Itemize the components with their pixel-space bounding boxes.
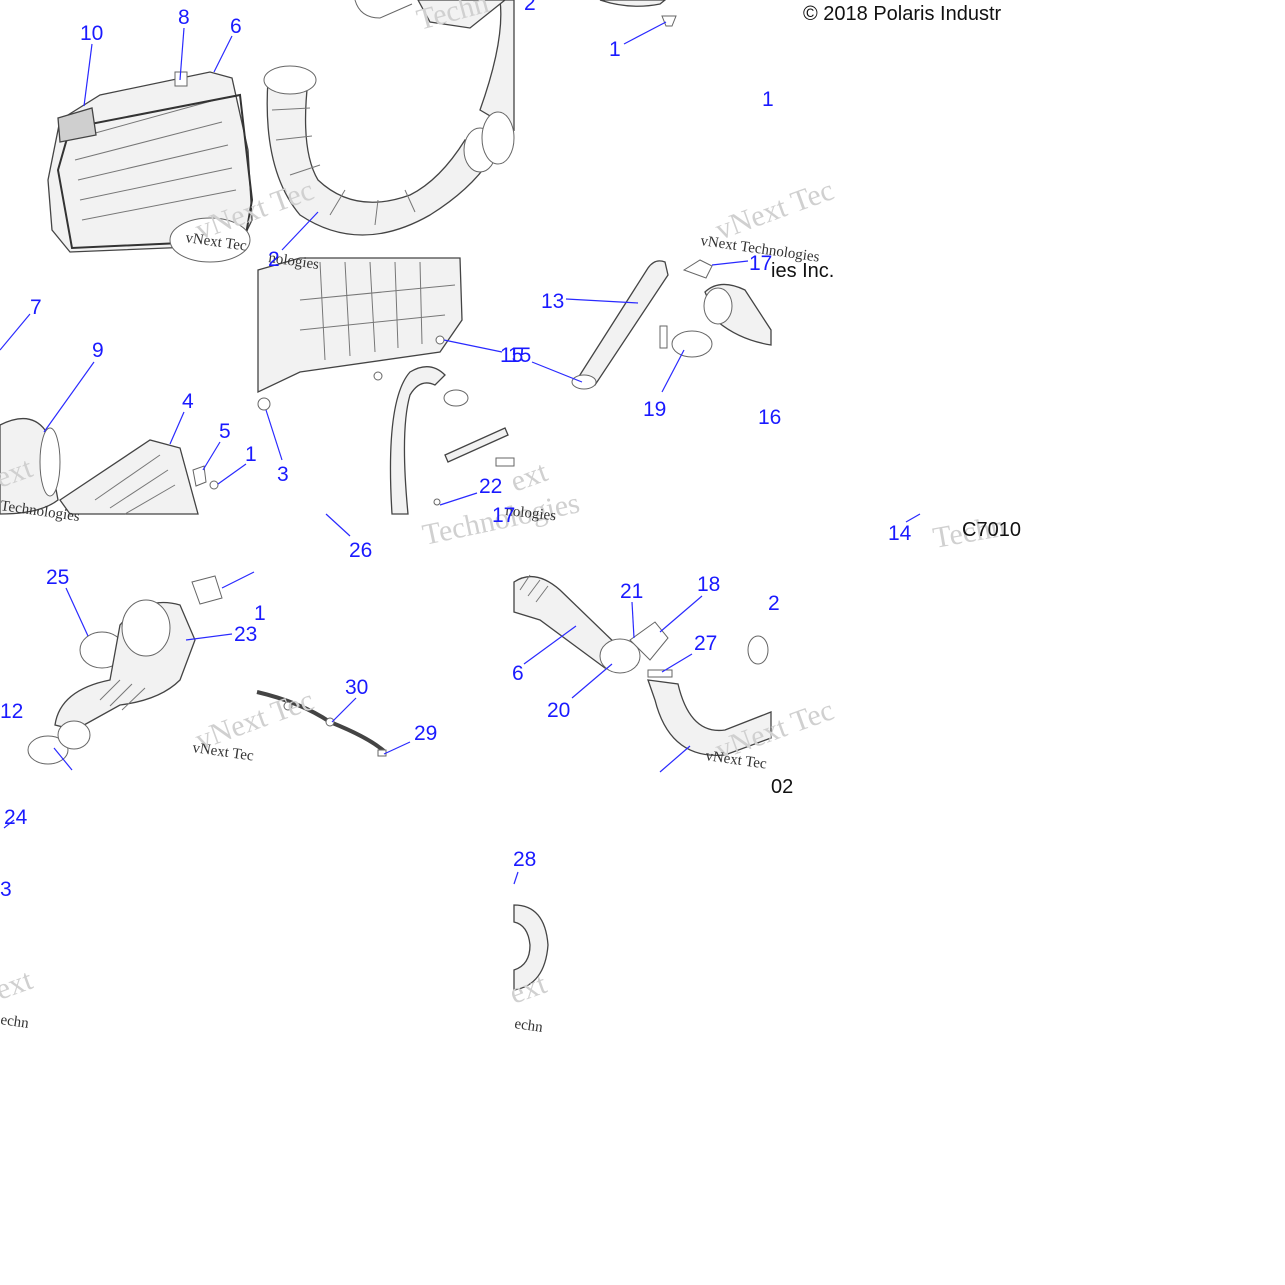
copyright-text: © 2018 Polaris Industr bbox=[803, 3, 1002, 25]
diagram-code: C7010 bbox=[962, 519, 1021, 541]
callout-15: 15 bbox=[500, 344, 523, 367]
grommet-3 bbox=[257, 397, 271, 411]
callout-1-partial: 1 bbox=[762, 88, 774, 111]
intake-elbow bbox=[266, 79, 491, 236]
tile-filter-base bbox=[0, 418, 219, 515]
sensor-17 bbox=[682, 259, 713, 279]
callout-18: 18 bbox=[697, 573, 720, 596]
rear-duct bbox=[647, 679, 772, 757]
callout-17: 17 bbox=[749, 252, 772, 275]
callout-2-top: 2 bbox=[524, 0, 536, 15]
callout-16: 16 bbox=[758, 406, 781, 429]
watermark-ext-4: ext bbox=[505, 967, 551, 1011]
callout-3-partial: 3 bbox=[0, 878, 12, 901]
fastener-1 bbox=[661, 15, 677, 27]
drain-hose bbox=[389, 366, 446, 515]
adapter-18 bbox=[629, 621, 669, 661]
callout-7: 7 bbox=[30, 296, 42, 319]
callout-26: 26 bbox=[349, 539, 372, 562]
watermark-vnext-2: vNext Tec bbox=[711, 173, 838, 246]
callout-28: 28 bbox=[513, 848, 536, 871]
callout-1: 1 bbox=[609, 38, 621, 61]
clamp-20 bbox=[599, 638, 641, 674]
elbow-inlet bbox=[263, 65, 317, 95]
fragment-02-text: 02 bbox=[771, 776, 793, 798]
callouts: 10 8 6 2 1 1 2 7 9 4 5 1 3 15 22 17 13 1… bbox=[0, 0, 912, 901]
callout-24: 24 bbox=[4, 806, 28, 829]
callout-10: 10 bbox=[80, 22, 103, 45]
lid-outlet bbox=[169, 217, 251, 263]
callout-4: 4 bbox=[182, 390, 194, 413]
seal-27 bbox=[647, 669, 673, 678]
callout-29: 29 bbox=[414, 722, 437, 745]
screw-1 bbox=[209, 480, 219, 490]
callout-3: 3 bbox=[277, 463, 289, 486]
callout-14: 14 bbox=[888, 522, 912, 545]
callout-27: 27 bbox=[694, 632, 717, 655]
tile-intake-duct bbox=[27, 575, 223, 765]
intake-duct-upper bbox=[479, 0, 515, 132]
callout-21: 21 bbox=[620, 580, 643, 603]
part-28 bbox=[513, 904, 549, 991]
watermark-echn-2: echn bbox=[513, 1016, 544, 1036]
fragment-ies-text: ies Inc. bbox=[771, 260, 834, 282]
watermark-vnext-small-3: vNext Tec bbox=[191, 740, 255, 764]
callout-5: 5 bbox=[219, 420, 231, 443]
screw-15 bbox=[435, 335, 445, 345]
callout-20: 20 bbox=[547, 699, 570, 722]
airbox-body bbox=[257, 257, 463, 394]
callout-23: 23 bbox=[234, 623, 257, 646]
tile-airbox-lid bbox=[47, 71, 254, 263]
watermark-tech-1: Techn bbox=[413, 0, 492, 37]
tile-outlet-duct bbox=[513, 574, 772, 757]
tile-vent-tube bbox=[256, 690, 387, 757]
clamp-12 bbox=[27, 735, 69, 765]
callout-6: 6 bbox=[230, 15, 242, 38]
callout-19: 19 bbox=[643, 398, 666, 421]
callout-2-partial: 2 bbox=[768, 592, 780, 615]
callout-12: 12 bbox=[0, 700, 23, 723]
callout-1-sensor: 1 bbox=[254, 602, 266, 625]
callout-25: 25 bbox=[46, 566, 69, 589]
callout-9: 9 bbox=[92, 339, 104, 362]
leader-lines bbox=[0, 21, 921, 885]
tile-airbox-body bbox=[257, 257, 515, 515]
watermark-echn-1: echn bbox=[0, 1012, 30, 1032]
watermark-nologies-2: nologies bbox=[505, 503, 557, 524]
clamp-15 bbox=[571, 374, 597, 390]
callout-13: 13 bbox=[541, 290, 564, 313]
tile-breather bbox=[571, 259, 772, 390]
tile-intake-elbow bbox=[263, 0, 515, 236]
sensor-1 bbox=[191, 575, 223, 605]
watermark-ext-3: ext bbox=[0, 963, 37, 1007]
callout-1-base: 1 bbox=[245, 443, 257, 466]
callout-30: 30 bbox=[345, 676, 368, 699]
callout-8: 8 bbox=[178, 6, 190, 29]
outlet-duct-6 bbox=[513, 575, 621, 669]
callout-17-lower: 17 bbox=[492, 504, 515, 527]
clip-5 bbox=[192, 465, 207, 487]
callout-6-duct: 6 bbox=[512, 662, 524, 685]
callout-2: 2 bbox=[268, 248, 280, 271]
callout-22: 22 bbox=[479, 475, 502, 498]
clamp-19 bbox=[671, 330, 713, 358]
watermark-nologies-1: nologies bbox=[267, 250, 320, 273]
tile-bottom-fragment bbox=[513, 904, 549, 991]
breather-hose-13 bbox=[577, 260, 669, 386]
filter-label bbox=[57, 107, 97, 143]
airbox-lid bbox=[47, 71, 253, 253]
callout-15-clamp: 15 bbox=[508, 344, 531, 367]
